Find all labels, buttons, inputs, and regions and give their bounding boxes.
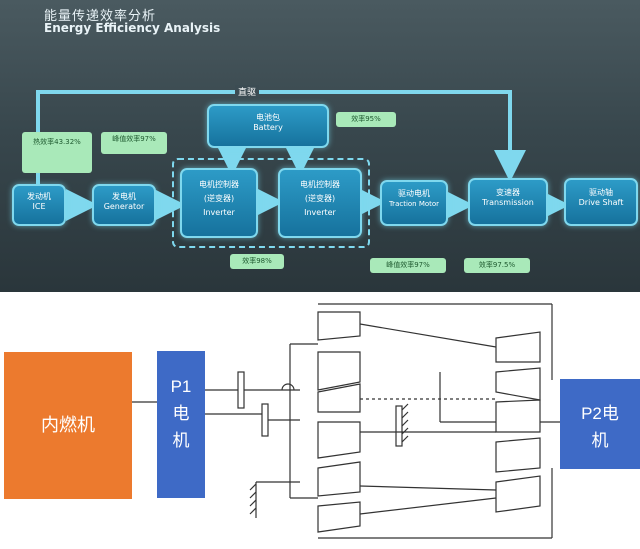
motor-efficiency-text: 峰值效率97% — [386, 261, 430, 269]
engine-efficiency-callout: 热效率43.32% — [22, 132, 92, 173]
powertrain-schematic: 内燃机 P1 电 机 P2电 机 — [0, 292, 640, 549]
inverter2-cn2: (逆变器) — [304, 194, 336, 203]
generator-efficiency-callout: 峰值效率97% — [101, 132, 167, 154]
generator-en: Generator — [103, 202, 145, 211]
inverter1-en: Inverter — [203, 208, 235, 217]
drive-shaft-node: 驱动轴 Drive Shaft — [564, 178, 638, 226]
engine-node: 发动机 ICE — [12, 184, 66, 226]
traction-motor-node: 驱动电机 Traction Motor — [380, 180, 448, 226]
transmission-cn: 变速器 — [496, 188, 520, 197]
p1-motor-block: P1 电 机 — [157, 351, 205, 498]
inverter2-en: Inverter — [304, 208, 336, 217]
drive-shaft-cn: 驱动轴 — [589, 188, 613, 197]
inverter1-cn2: (逆变器) — [203, 194, 235, 203]
battery-en: Battery — [253, 123, 283, 132]
inverter1-cn1: 电机控制器 — [199, 180, 239, 189]
generator-node: 发电机 Generator — [92, 184, 156, 226]
p2-label-line2: 机 — [591, 431, 609, 450]
schematic-lines — [132, 303, 560, 539]
transmission-en: Transmission — [482, 198, 534, 207]
engine-cn: 发动机 — [27, 192, 51, 201]
traction-motor-cn: 驱动电机 — [398, 189, 430, 198]
inverter-efficiency-callout: 效率98% — [230, 254, 284, 269]
energy-efficiency-panel: 能量传递效率分析 Energy Efficiency Analysis 直驱 — [0, 0, 640, 292]
inverter2-node: 电机控制器 (逆变器) Inverter — [278, 168, 362, 238]
generator-efficiency-text: 峰值效率97% — [112, 135, 156, 143]
battery-efficiency-callout: 效率95% — [336, 112, 396, 127]
p1-label-line1: P1 — [170, 377, 192, 396]
transmission-node: 变速器 Transmission — [468, 178, 548, 226]
direct-drive-label: 直驱 — [235, 85, 260, 98]
p2-motor-block: P2电 机 — [560, 379, 640, 469]
transmission-efficiency-text: 效率97.5% — [478, 261, 516, 269]
ice-block: 内燃机 — [4, 352, 132, 499]
engine-en: ICE — [32, 202, 46, 211]
motor-efficiency-callout: 峰值效率97% — [370, 258, 446, 273]
drive-shaft-en: Drive Shaft — [578, 198, 624, 207]
battery-cn: 电池包 — [256, 113, 280, 122]
inverter-group-dashed — [172, 158, 370, 248]
title-cn: 能量传递效率分析 — [44, 9, 157, 24]
p2-label-line1: P2电 — [581, 404, 619, 423]
engine-efficiency-text: 热效率43.32% — [33, 138, 81, 146]
transmission-efficiency-callout: 效率97.5% — [464, 258, 530, 273]
battery-efficiency-text: 效率95% — [351, 115, 381, 123]
traction-motor-en: Traction Motor — [388, 200, 440, 208]
p1-label-line2: 电 — [172, 404, 190, 423]
title-en: Energy Efficiency Analysis — [44, 21, 221, 35]
inverter2-cn1: 电机控制器 — [300, 180, 340, 189]
inverter-efficiency-text: 效率98% — [242, 257, 272, 265]
generator-cn: 发电机 — [112, 192, 136, 201]
inverter1-node: 电机控制器 (逆变器) Inverter — [180, 168, 258, 238]
p1-label-line3: 机 — [172, 431, 190, 450]
battery-node: 电池包 Battery — [207, 104, 329, 148]
ice-label: 内燃机 — [41, 415, 95, 435]
